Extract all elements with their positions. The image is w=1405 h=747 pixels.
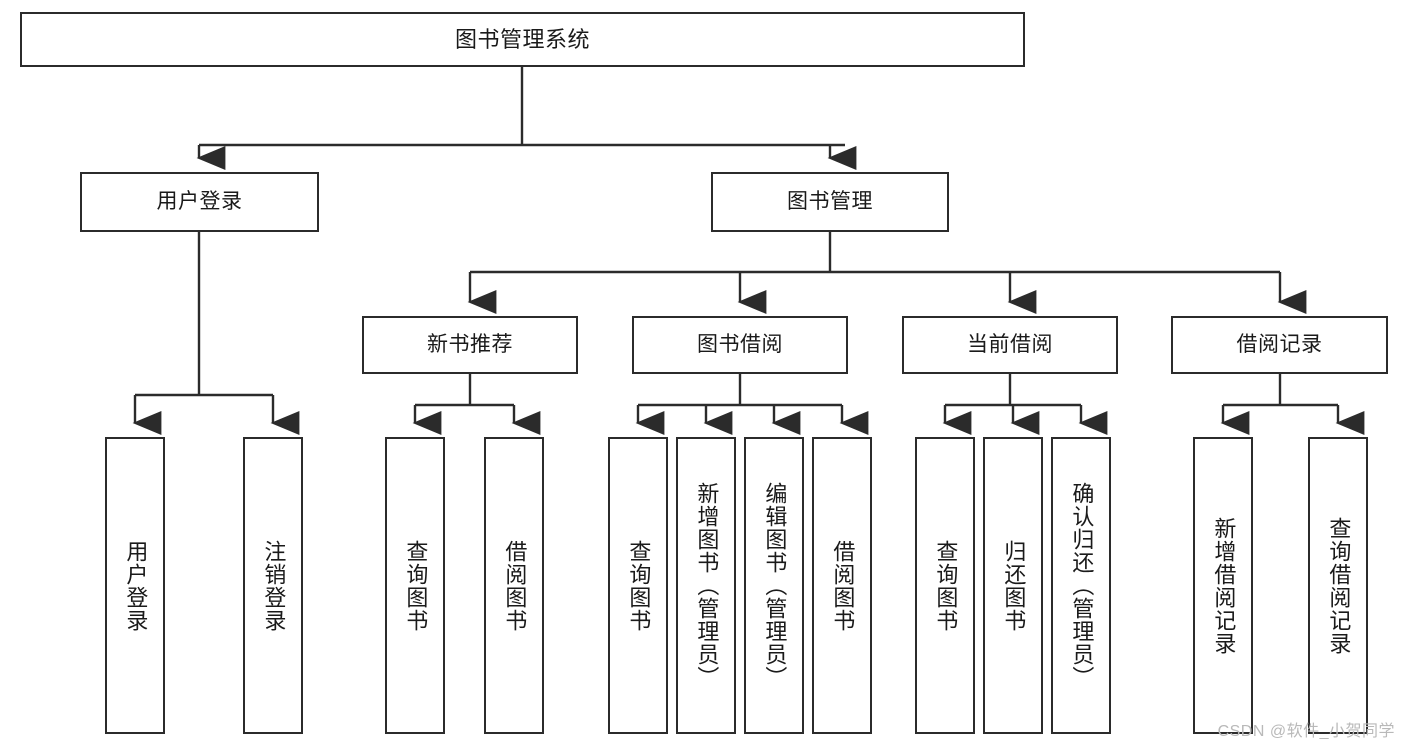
node-user-login[interactable]: 用户登录 <box>80 172 319 232</box>
node-label: 图书借阅 <box>697 332 783 356</box>
node-label: 借阅图书 <box>502 539 528 632</box>
node-label: 查询图书 <box>626 539 652 632</box>
node-leaf-edit-book[interactable]: 编辑图书（管理员） <box>744 437 804 734</box>
node-new-book-recommend[interactable]: 新书推荐 <box>362 316 578 374</box>
node-label: 查询图书 <box>403 539 429 632</box>
node-leaf-query-record[interactable]: 查询借阅记录 <box>1308 437 1368 734</box>
node-book-borrow[interactable]: 图书借阅 <box>632 316 848 374</box>
node-root[interactable]: 图书管理系统 <box>20 12 1025 67</box>
node-leaf-user-login[interactable]: 用户登录 <box>105 437 165 734</box>
node-label: 当前借阅 <box>967 332 1053 356</box>
node-leaf-query-book-1[interactable]: 查询图书 <box>385 437 445 734</box>
node-label: 归还图书 <box>1001 539 1027 632</box>
node-leaf-logout[interactable]: 注销登录 <box>243 437 303 734</box>
node-leaf-add-book[interactable]: 新增图书（管理员） <box>676 437 736 734</box>
node-leaf-borrow-book-1[interactable]: 借阅图书 <box>484 437 544 734</box>
node-current-borrow[interactable]: 当前借阅 <box>902 316 1118 374</box>
node-label: 借阅图书 <box>830 539 856 632</box>
node-leaf-query-book-3[interactable]: 查询图书 <box>915 437 975 734</box>
node-label: 新增图书（管理员） <box>694 482 720 689</box>
node-label: 编辑图书（管理员） <box>762 482 788 689</box>
node-leaf-return-book[interactable]: 归还图书 <box>983 437 1043 734</box>
node-label: 借阅记录 <box>1236 332 1323 356</box>
node-label: 确认归还（管理员） <box>1069 482 1095 689</box>
node-label: 用户登录 <box>123 539 149 632</box>
node-leaf-confirm-return[interactable]: 确认归还（管理员） <box>1051 437 1111 734</box>
node-label: 注销登录 <box>261 539 287 632</box>
node-label: 查询图书 <box>933 539 959 632</box>
node-label: 新书推荐 <box>427 332 513 356</box>
node-label: 图书管理 <box>787 189 873 213</box>
node-book-manage[interactable]: 图书管理 <box>711 172 949 232</box>
node-leaf-borrow-book-2[interactable]: 借阅图书 <box>812 437 872 734</box>
node-label: 查询借阅记录 <box>1326 516 1352 655</box>
node-label: 图书管理系统 <box>454 26 590 52</box>
node-leaf-add-record[interactable]: 新增借阅记录 <box>1193 437 1253 734</box>
watermark-text: CSDN @软件_小贺同学 <box>1217 723 1395 740</box>
node-borrow-record[interactable]: 借阅记录 <box>1171 316 1388 374</box>
node-label: 新增借阅记录 <box>1211 516 1237 655</box>
node-leaf-query-book-2[interactable]: 查询图书 <box>608 437 668 734</box>
node-label: 用户登录 <box>156 189 243 213</box>
